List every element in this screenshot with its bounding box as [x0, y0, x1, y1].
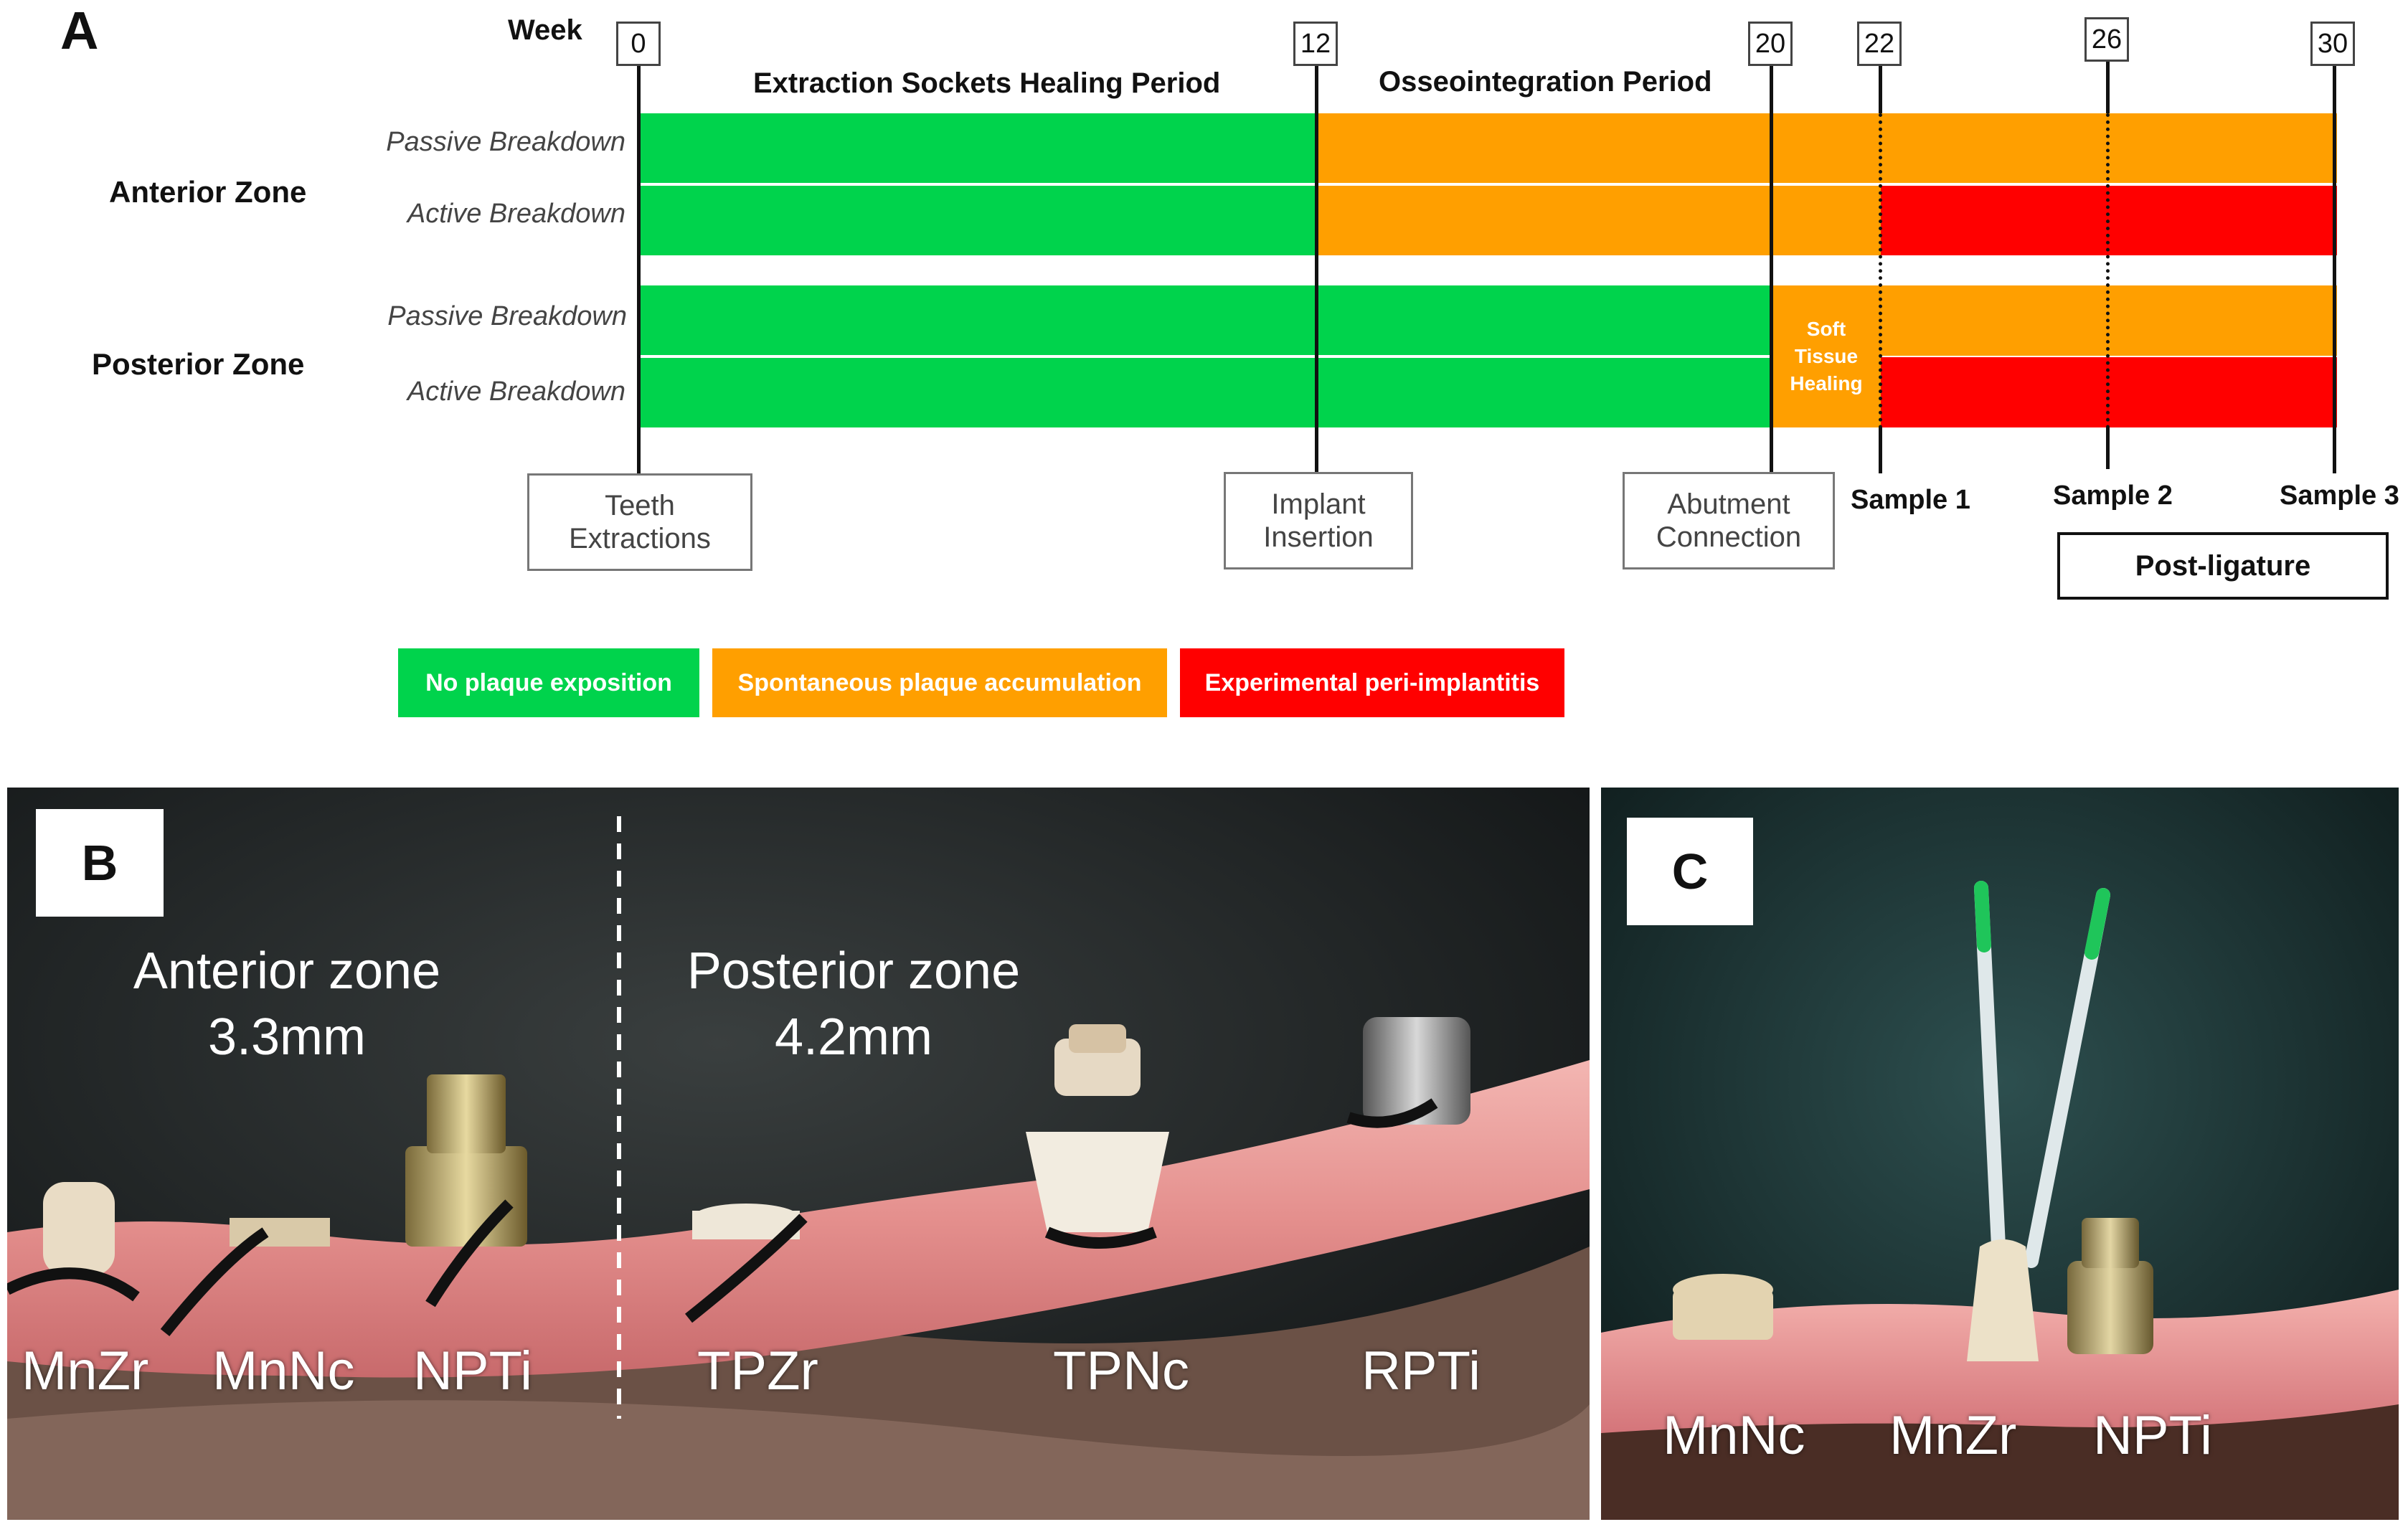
posterior-passive-label: Passive Breakdown [387, 301, 627, 331]
implant-insertion-box: Implant Insertion [1224, 472, 1413, 569]
panel-c-photo: C MnNc MnZr NPTi [1601, 788, 2399, 1520]
week-0-line [637, 66, 641, 473]
healing-period-label: Extraction Sockets Healing Period [753, 67, 1221, 99]
anterior-row-divider [638, 183, 2337, 186]
posterior-active-label: Active Breakdown [407, 377, 625, 407]
posterior-soft-tissue-bar [1772, 285, 1881, 427]
label-mnnc: MnNc [212, 1341, 355, 1401]
sample-1-label: Sample 1 [1851, 485, 1970, 515]
teeth-extractions-box: Teeth Extractions [527, 473, 752, 571]
label-rpti: RPTi [1361, 1341, 1481, 1401]
week-12-box: 12 [1293, 22, 1338, 66]
week-26-dotted-line [2106, 113, 2110, 429]
anterior-active-label: Active Breakdown [407, 199, 625, 229]
week-0-box: 0 [616, 22, 661, 66]
panel-a-letter: A [60, 1, 99, 60]
week-22-box: 22 [1857, 22, 1902, 66]
week-30-box: 30 [2310, 22, 2355, 66]
abutment-connection-box: Abutment Connection [1623, 472, 1835, 569]
label-tpzr: TPZr [697, 1341, 818, 1401]
label-mnzr: MnZr [22, 1341, 149, 1401]
label-npti: NPTi [413, 1341, 533, 1401]
label-tpnc: TPNc [1053, 1341, 1189, 1401]
osseointegration-period-label: Osseointegration Period [1379, 66, 1712, 98]
panel-b-photo-drawing [7, 788, 1590, 1520]
week-26-box: 26 [2084, 17, 2129, 62]
week-22-line-top [1879, 66, 1882, 113]
label-c-mnnc: MnNc [1663, 1405, 1805, 1466]
label-c-mnzr: MnZr [1889, 1405, 2017, 1466]
week-26-line-top [2106, 62, 2110, 113]
anterior-passive-label: Passive Breakdown [386, 127, 625, 157]
week-22-line-bottom [1879, 427, 1882, 473]
week-20-line [1770, 66, 1773, 473]
week-12-line [1315, 66, 1318, 473]
posterior-zone-title: Posterior zone 4.2mm [686, 942, 1021, 1066]
week-26-line-bottom [2106, 427, 2110, 469]
post-ligature-box: Post-ligature [2057, 532, 2389, 600]
posterior-row-divider [638, 355, 1772, 358]
sample-2-label: Sample 2 [2053, 481, 2173, 511]
legend-spontaneous-plaque: Spontaneous plaque accumulation [712, 648, 1167, 717]
anterior-passive-orange-bar [1317, 113, 2337, 184]
anterior-zone-label: Anterior Zone [109, 175, 307, 209]
week-axis-label: Week [508, 14, 582, 46]
panel-b-photo: B Anterior zone 3.3mm Posterior zone 4.2… [7, 788, 1590, 1520]
week-22-dotted-line [1879, 113, 1882, 429]
sample-3-label: Sample 3 [2280, 481, 2399, 511]
soft-tissue-healing-label: Soft Tissue Healing [1790, 318, 1863, 394]
posterior-zone-label: Posterior Zone [92, 347, 305, 381]
legend-peri-implantitis: Experimental peri-implantitis [1180, 648, 1564, 717]
panel-b-letter: B [36, 809, 164, 917]
label-c-npti: NPTi [2093, 1405, 2213, 1466]
anterior-active-orange-bar [1317, 185, 1881, 255]
week-20-box: 20 [1748, 22, 1793, 66]
week-30-line [2333, 66, 2336, 473]
panel-c-letter: C [1627, 818, 1753, 925]
anterior-zone-title: Anterior zone 3.3mm [133, 942, 441, 1066]
legend-no-plaque: No plaque exposition [398, 648, 699, 717]
